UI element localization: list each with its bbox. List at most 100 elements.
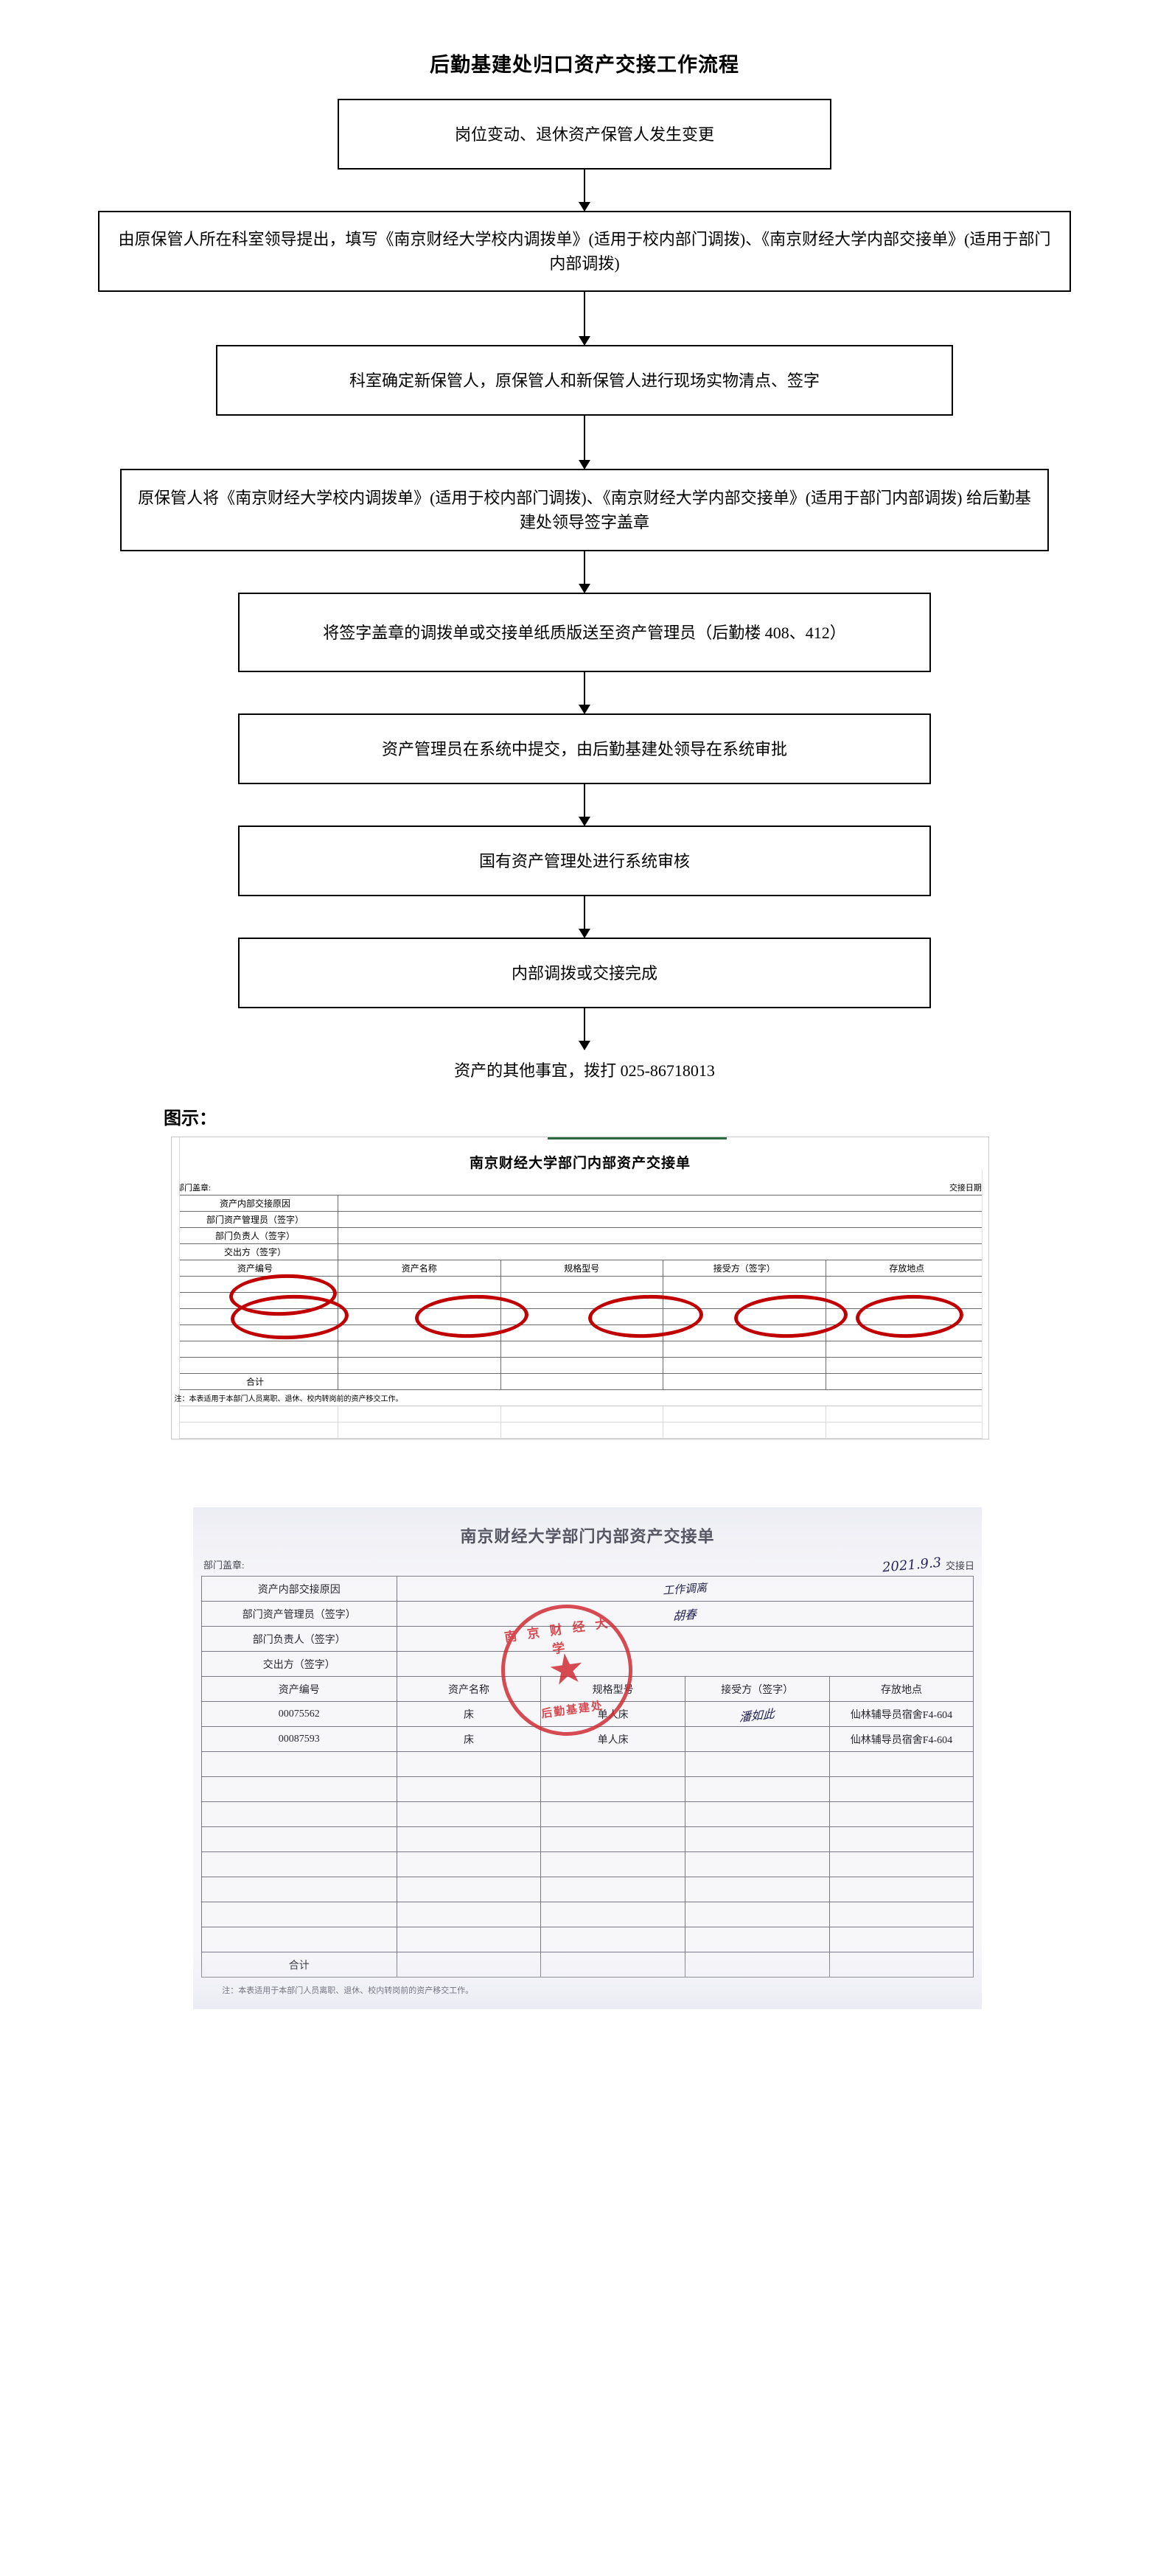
cell[interactable]	[396, 1877, 542, 1903]
field-value-reason[interactable]	[338, 1195, 988, 1212]
total-cell[interactable]	[663, 1373, 826, 1391]
cell-asset-no[interactable]: 00087593	[200, 1726, 397, 1753]
field-value-dept-asset-manager[interactable]	[338, 1211, 988, 1229]
cell[interactable]	[396, 1751, 542, 1778]
cell-asset-name[interactable]: 床	[396, 1726, 542, 1753]
cell[interactable]	[172, 1324, 338, 1342]
cell-spec[interactable]: 单人床	[540, 1726, 685, 1753]
cell-location[interactable]: 仙林辅导员宿舍F4-604	[828, 1726, 974, 1753]
cell[interactable]	[684, 1877, 830, 1903]
cell[interactable]	[663, 1292, 826, 1310]
total-cell[interactable]	[338, 1373, 501, 1391]
total-cell[interactable]	[684, 1952, 830, 1978]
cell[interactable]	[684, 1851, 830, 1878]
cell[interactable]	[200, 1851, 397, 1878]
total-cell[interactable]	[828, 1952, 974, 1978]
cell[interactable]	[684, 1801, 830, 1828]
total-cell[interactable]	[825, 1373, 988, 1391]
cell[interactable]	[540, 1776, 685, 1803]
cell[interactable]	[825, 1406, 988, 1423]
cell[interactable]	[338, 1406, 501, 1423]
cell[interactable]	[663, 1406, 826, 1423]
cell[interactable]	[663, 1422, 826, 1439]
total-cell[interactable]	[540, 1952, 685, 1978]
cell[interactable]	[172, 1276, 338, 1294]
cell[interactable]	[172, 1341, 338, 1358]
cell[interactable]	[200, 1826, 397, 1853]
cell[interactable]	[396, 1851, 542, 1878]
cell[interactable]	[338, 1308, 501, 1326]
cell-receiver[interactable]	[684, 1726, 830, 1753]
cell[interactable]	[200, 1776, 397, 1803]
cell[interactable]	[828, 1902, 974, 1928]
cell[interactable]	[828, 1801, 974, 1828]
cell[interactable]	[663, 1341, 826, 1358]
cell[interactable]	[200, 1751, 397, 1778]
cell[interactable]	[828, 1927, 974, 1953]
cell[interactable]	[338, 1341, 501, 1358]
total-cell[interactable]	[396, 1952, 542, 1978]
cell[interactable]	[500, 1357, 663, 1375]
total-cell[interactable]	[500, 1373, 663, 1391]
cell[interactable]	[828, 1877, 974, 1903]
cell[interactable]	[500, 1341, 663, 1358]
cell[interactable]	[396, 1801, 542, 1828]
field-value-reason[interactable]: 工作调离	[396, 1576, 974, 1602]
cell[interactable]	[396, 1927, 542, 1953]
cell-asset-name[interactable]: 床	[396, 1701, 542, 1728]
field-value-dept-head[interactable]	[338, 1227, 988, 1245]
cell[interactable]	[540, 1801, 685, 1828]
cell[interactable]	[200, 1927, 397, 1953]
cell-receiver[interactable]: 潘如此	[684, 1701, 830, 1728]
cell[interactable]	[396, 1826, 542, 1853]
cell[interactable]	[200, 1801, 397, 1828]
cell[interactable]	[825, 1292, 988, 1310]
cell[interactable]	[663, 1276, 826, 1294]
cell-spec[interactable]: 单人床	[540, 1701, 685, 1728]
cell[interactable]	[540, 1826, 685, 1853]
cell[interactable]	[825, 1341, 988, 1358]
cell-asset-no[interactable]: 00075562	[200, 1701, 397, 1728]
cell[interactable]	[338, 1357, 501, 1375]
cell[interactable]	[540, 1851, 685, 1878]
cell[interactable]	[200, 1877, 397, 1903]
field-value-sender-signature[interactable]	[396, 1651, 974, 1678]
cell-location[interactable]: 仙林辅导员宿舍F4-604	[828, 1701, 974, 1728]
cell[interactable]	[663, 1308, 826, 1326]
cell[interactable]	[396, 1902, 542, 1928]
cell[interactable]	[684, 1751, 830, 1778]
cell[interactable]	[500, 1308, 663, 1326]
cell[interactable]	[684, 1776, 830, 1803]
cell[interactable]	[825, 1308, 988, 1326]
cell[interactable]	[825, 1276, 988, 1294]
cell[interactable]	[828, 1751, 974, 1778]
cell[interactable]	[500, 1292, 663, 1310]
field-value-dept-asset-manager[interactable]: 胡春	[396, 1601, 974, 1627]
cell[interactable]	[500, 1422, 663, 1439]
cell[interactable]	[338, 1292, 501, 1310]
cell[interactable]	[500, 1406, 663, 1423]
cell[interactable]	[663, 1357, 826, 1375]
cell[interactable]	[172, 1422, 338, 1439]
cell[interactable]	[825, 1422, 988, 1439]
cell[interactable]	[172, 1357, 338, 1375]
cell[interactable]	[338, 1324, 501, 1342]
cell[interactable]	[338, 1276, 501, 1294]
cell[interactable]	[540, 1902, 685, 1928]
cell[interactable]	[825, 1324, 988, 1342]
field-value-dept-head[interactable]	[396, 1626, 974, 1652]
cell[interactable]	[338, 1422, 501, 1439]
cell[interactable]	[172, 1308, 338, 1326]
cell[interactable]	[200, 1902, 397, 1928]
cell[interactable]	[396, 1776, 542, 1803]
cell[interactable]	[172, 1406, 338, 1423]
cell[interactable]	[500, 1324, 663, 1342]
cell[interactable]	[540, 1877, 685, 1903]
cell[interactable]	[684, 1826, 830, 1853]
cell[interactable]	[828, 1826, 974, 1853]
cell[interactable]	[500, 1276, 663, 1294]
cell[interactable]	[663, 1324, 826, 1342]
cell[interactable]	[825, 1357, 988, 1375]
cell[interactable]	[172, 1292, 338, 1310]
cell[interactable]	[684, 1902, 830, 1928]
